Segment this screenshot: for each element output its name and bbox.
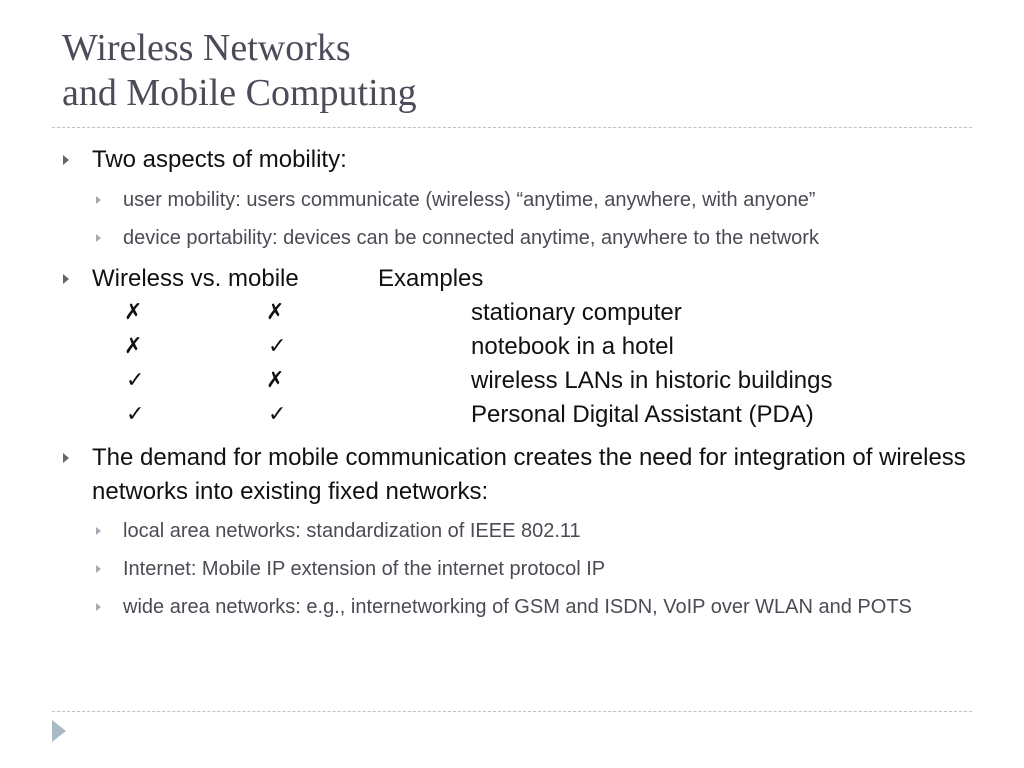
wireless-check-icon: ✓: [126, 402, 145, 427]
sub-bullet-internet-mobile-ip: Internet: Mobile IP extension of the int…: [123, 558, 606, 580]
sub-bullet-arrow-icon: [96, 565, 101, 573]
bullet-mobility-aspects: Two aspects of mobility:: [92, 146, 347, 173]
footer-divider: [52, 711, 972, 712]
slide-title: Wireless Networks and Mobile Computing: [62, 26, 417, 116]
wireless-cross-icon: ✗: [124, 300, 143, 325]
sub-bullet-arrow-icon: [96, 234, 101, 242]
mobile-check-icon: ✓: [268, 402, 287, 427]
sub-bullet-wide-area-networks: wide area networks: e.g., internetworkin…: [123, 596, 912, 618]
example-stationary-computer: stationary computer: [471, 299, 682, 326]
bullet-demand-integration: The demand for mobile communication crea…: [92, 444, 966, 505]
sub-bullet-user-mobility: user mobility: users communicate (wirele…: [123, 189, 816, 211]
bullet-arrow-icon: [63, 453, 69, 463]
example-notebook-hotel: notebook in a hotel: [471, 333, 674, 360]
mobile-check-icon: ✓: [268, 334, 287, 359]
table-header-examples: Examples: [378, 265, 484, 292]
slide-title-line-1: Wireless Networks: [62, 27, 351, 69]
mobile-cross-icon: ✗: [266, 368, 285, 393]
sub-bullet-local-area-networks: local area networks: standardization of …: [123, 520, 581, 542]
wireless-cross-icon: ✗: [124, 334, 143, 359]
title-divider: [52, 127, 972, 128]
mobile-cross-icon: ✗: [266, 300, 285, 325]
table-header-wireless-vs-mobile: Wireless vs. mobile: [92, 265, 299, 292]
slide-title-line-2: and Mobile Computing: [62, 72, 417, 114]
bullet-arrow-icon: [63, 155, 69, 165]
sub-bullet-arrow-icon: [96, 603, 101, 611]
example-wireless-lans: wireless LANs in historic buildings: [471, 367, 833, 394]
next-slide-arrow-icon[interactable]: [52, 720, 66, 742]
sub-bullet-arrow-icon: [96, 196, 101, 204]
example-pda: Personal Digital Assistant (PDA): [471, 401, 814, 428]
bullet-arrow-icon: [63, 274, 69, 284]
sub-bullet-device-portability: device portability: devices can be conne…: [123, 227, 819, 249]
wireless-check-icon: ✓: [126, 368, 145, 393]
sub-bullet-arrow-icon: [96, 527, 101, 535]
